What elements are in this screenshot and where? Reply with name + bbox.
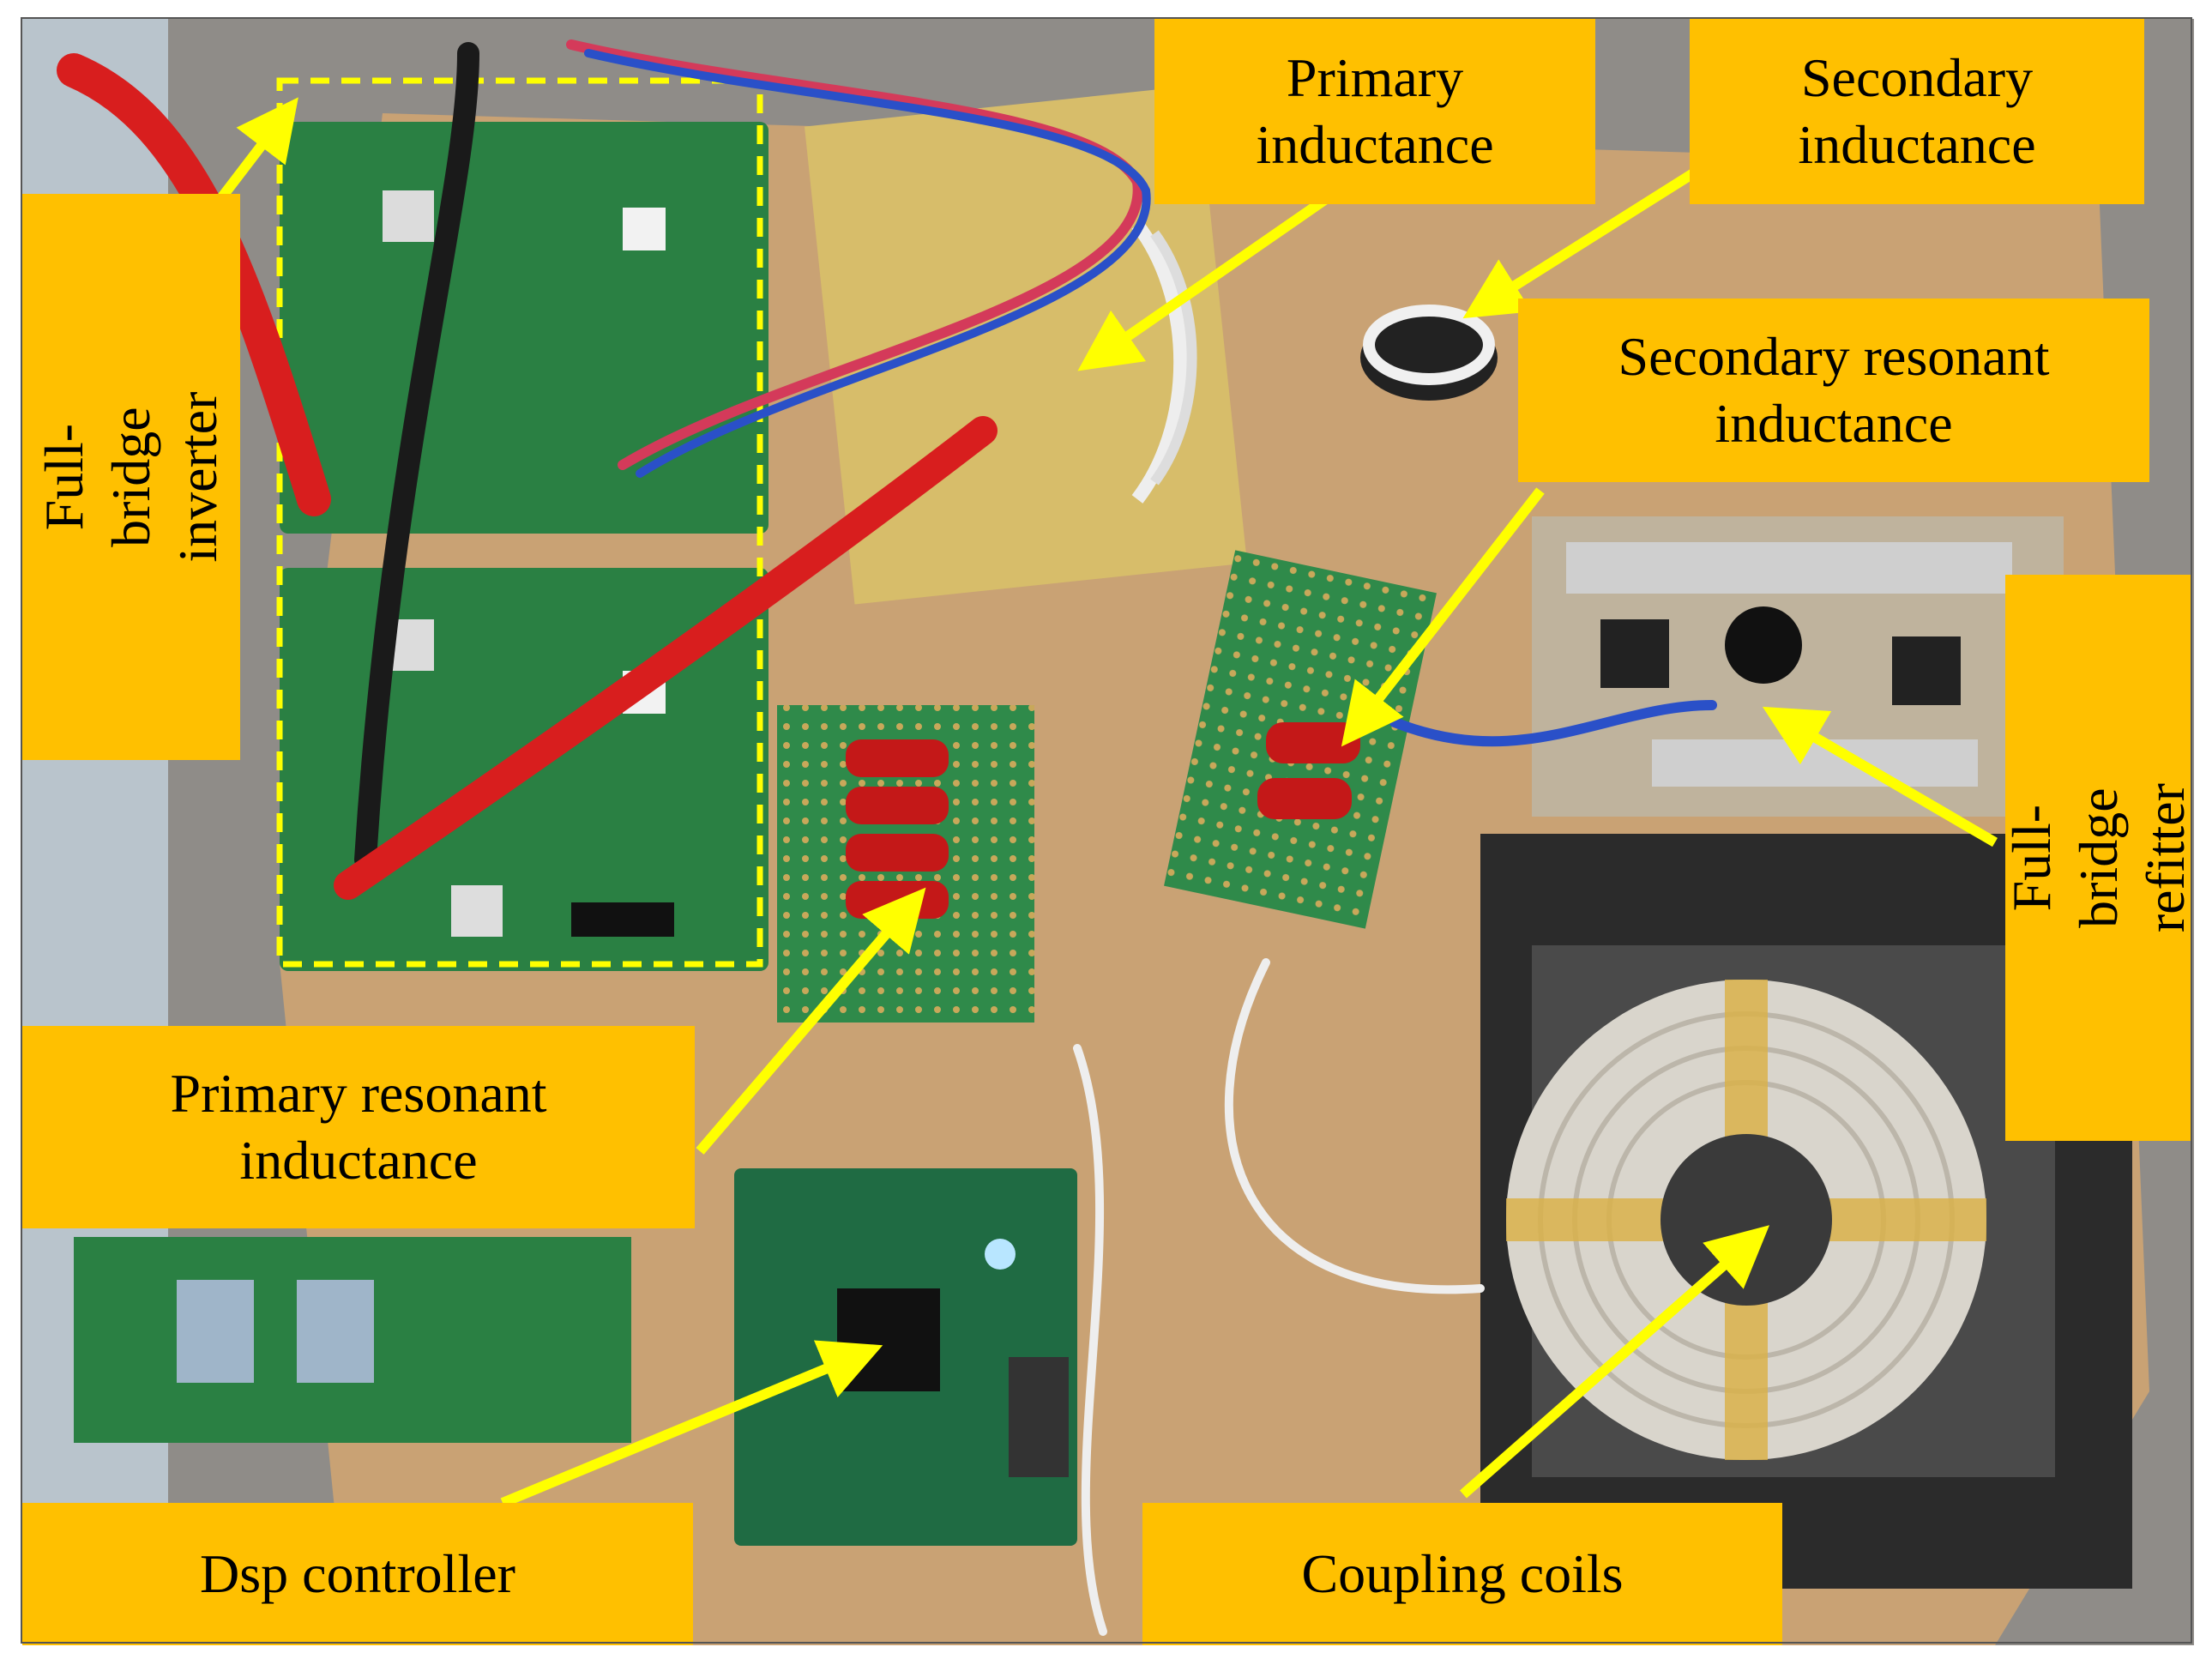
label-dsp-controller-text: Dsp controller — [200, 1542, 515, 1604]
label-full-bridge-refitter-text: Full-bridge refitter — [2000, 782, 2197, 933]
label-primary-inductance: Primary inductance — [1154, 19, 1595, 204]
label-primary-resonant-inductance-text: Primary resonant inductance — [170, 1062, 547, 1191]
label-secondary-resonant-inductance-text: Secondary resonant inductance — [1618, 325, 2050, 454]
arrow-primary-inductance — [1077, 195, 1329, 371]
label-primary-inductance-text: Primary inductance — [1256, 46, 1494, 175]
label-secondary-inductance-text: Secondary inductance — [1798, 46, 2036, 175]
primary-resonant-board — [777, 705, 1034, 1023]
inverter-dashed-box — [276, 77, 763, 968]
label-primary-resonant-inductance: Primary resonant inductance — [22, 1026, 695, 1228]
test-bench-photo — [22, 19, 2194, 1645]
dsp-controller-board — [734, 1168, 1077, 1546]
secondary-inductance-toroid — [1360, 305, 1498, 401]
label-coupling-coils: Coupling coils — [1142, 1503, 1782, 1645]
label-secondary-inductance: Secondary inductance — [1690, 19, 2144, 204]
label-full-bridge-inverter: Full-bridge inverter — [22, 194, 240, 760]
arrow-dsp-controller — [500, 1340, 883, 1508]
arrow-secondary-inductance — [1462, 151, 1724, 319]
label-full-bridge-inverter-text: Full-bridge inverter — [33, 391, 229, 563]
label-coupling-coils-text: Coupling coils — [1301, 1542, 1624, 1604]
arrow-full-bridge-refitter — [1762, 706, 1998, 848]
arrow-coupling-coils — [1460, 1225, 1770, 1499]
arrow-primary-resonant-inductance — [696, 887, 926, 1155]
arrow-secondary-resonant-inductance — [1341, 487, 1545, 747]
lower-left-board — [74, 1237, 631, 1443]
label-secondary-resonant-inductance: Secondary resonant inductance — [1518, 299, 2149, 482]
secondary-resonant-board — [1164, 550, 1437, 929]
full-bridge-rectifier-board — [1532, 516, 2064, 817]
label-full-bridge-refitter: Full-bridge refitter — [2001, 575, 2196, 1141]
label-dsp-controller: Dsp controller — [22, 1503, 693, 1645]
